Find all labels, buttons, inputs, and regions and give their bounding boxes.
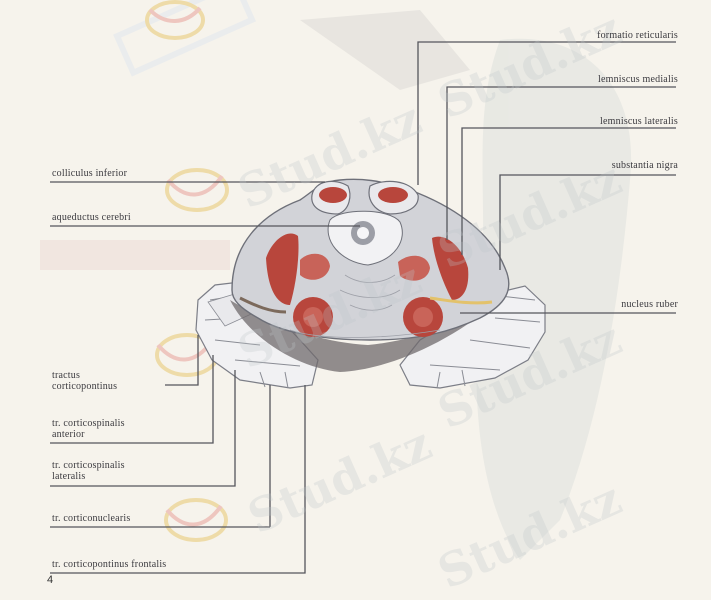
watermark-logo-icon — [113, 0, 257, 77]
crus-cerebri-left — [195, 281, 319, 389]
label-aqueductus-cerebri: aqueductus cerebri — [52, 212, 131, 223]
colliculus-left — [319, 187, 347, 203]
label-corticospinalis-anterior-line2: anterior — [52, 429, 85, 440]
label-colliculus-inferior: colliculus inferior — [52, 168, 128, 179]
label-corticospinalis-lateralis-line1: tr. corticospinalis — [52, 460, 125, 471]
watermark-logo-icon — [164, 498, 228, 542]
background-shadow-figure — [40, 10, 632, 561]
fiber-streaks — [289, 274, 441, 338]
aqueduct-region — [327, 210, 403, 266]
label-corticopontinus-frontalis: tr. corticopontinus frontalis — [52, 559, 167, 570]
label-lemniscus-lateralis: lemniscus lateralis — [600, 116, 678, 127]
label-formatio-reticularis: formatio reticularis — [597, 30, 678, 41]
substantia-nigra-left — [239, 296, 287, 314]
label-corticonuclearis: tr. corticonuclearis — [52, 513, 131, 524]
colliculus-right — [378, 187, 408, 203]
label-tractus-line2: corticopontinus — [52, 381, 118, 392]
watermark-logo-icon — [165, 168, 229, 212]
label-tractus-line1: tractus — [52, 370, 81, 381]
leader-lines-right — [417, 41, 676, 314]
label-corticospinalis-anterior-line1: tr. corticospinalis — [52, 418, 125, 429]
tectum — [311, 180, 419, 215]
label-corticospinalis-lateralis-line2: lateralis — [52, 471, 86, 482]
label-lemniscus-medialis: lemniscus medialis — [598, 74, 678, 85]
lemniscus-band-right — [432, 236, 469, 300]
label-substantia-nigra: substantia nigra — [611, 160, 678, 171]
label-nucleus-ruber: nucleus ruber — [621, 299, 678, 310]
reticular-nuclei — [300, 253, 430, 281]
page-number: 4 — [47, 574, 54, 586]
lemniscus-band-left — [266, 233, 299, 305]
substantia-nigra-right — [429, 296, 493, 305]
leader-lines-left — [50, 181, 360, 574]
pes-pedunculi-shadow — [230, 300, 500, 372]
